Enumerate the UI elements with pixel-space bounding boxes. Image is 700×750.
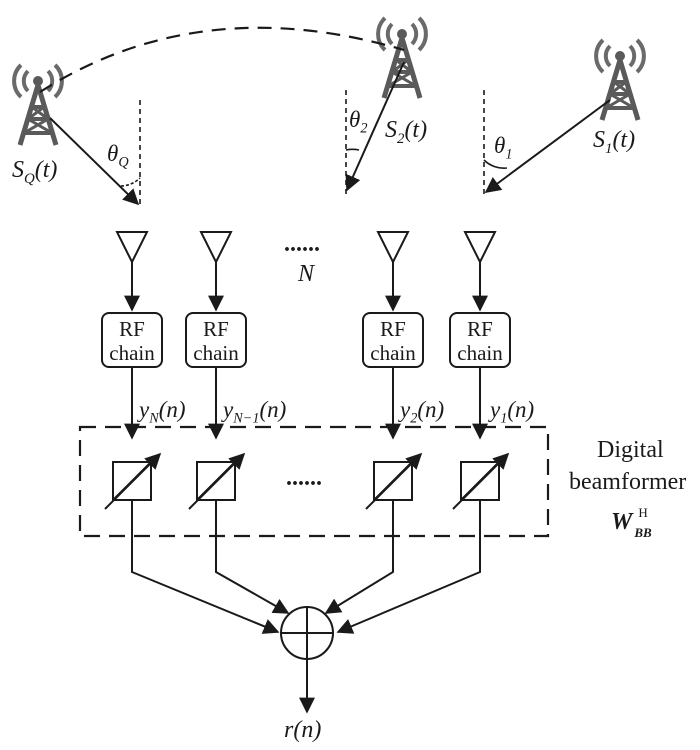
output-label: r(n) (284, 717, 322, 743)
ray-s1-arrow (484, 99, 611, 193)
beamformer-box (78, 425, 550, 538)
tower-s2-icon (378, 18, 426, 98)
ray-sq-arrow (49, 117, 140, 206)
beamformer-title-line1: Digital (597, 437, 664, 463)
angle-arc-q (120, 177, 141, 187)
angle-label-q: θQ (107, 141, 129, 171)
signal-label-yn: yN(n) (139, 397, 186, 427)
tower-s1-icon (596, 40, 644, 120)
source-label-q: SQ(t) (12, 157, 58, 187)
signal-label-y1: y1(n) (490, 397, 535, 427)
antenna-icon (200, 231, 232, 263)
antenna-ellipsis: ...... (284, 231, 320, 257)
angle-arc-2 (345, 148, 360, 151)
tower-sq-icon (14, 65, 62, 145)
angle-label-2: θ2 (349, 107, 368, 137)
source-label-1: S1(t) (593, 127, 636, 157)
beamformer-title-line2: beamformer (569, 469, 687, 495)
source-label-2: S2(t) (385, 117, 428, 147)
array-span-arc (39, 26, 405, 93)
beamformer-ellipsis: ...... (286, 465, 322, 491)
signal-label-y2: y2(n) (400, 397, 445, 427)
antenna-icon (116, 231, 148, 263)
antenna-icon (377, 231, 409, 263)
antenna-icon (464, 231, 496, 263)
signal-label-yn-1: yN−1(n) (223, 397, 287, 427)
antenna-feed-arrows (124, 262, 488, 312)
summer-icon (280, 606, 334, 660)
angle-label-1: θ1 (494, 133, 513, 163)
antenna-count-label: N (298, 261, 315, 287)
angle-arc-1 (483, 159, 508, 169)
ray-s2-arrow (345, 61, 405, 192)
combiner-input-arrows (131, 500, 481, 634)
phase-adjust-arrows (104, 452, 510, 510)
